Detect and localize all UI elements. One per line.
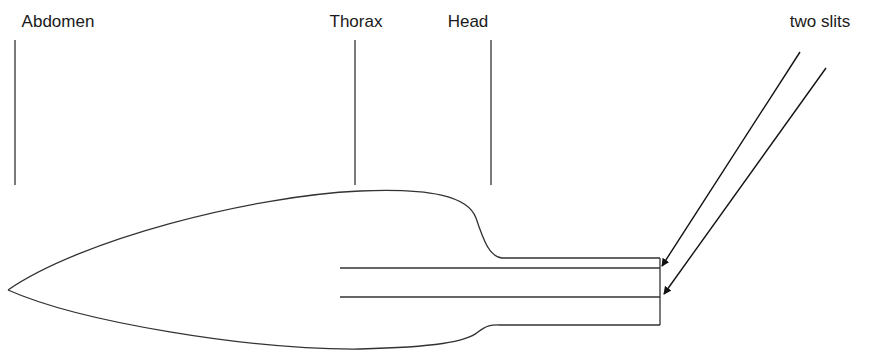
part-label: Head [448,12,489,32]
leader-arrow [664,68,826,294]
part-label: Thorax [330,12,383,32]
body-outline [8,190,660,290]
slit-line [340,296,660,297]
leader-arrow [662,52,800,266]
part-label: two slits [790,12,850,32]
slit-line [340,267,660,268]
divider-line [14,40,15,185]
divider-line [354,40,355,185]
part-label: Abdomen [22,12,95,32]
divider-line [490,40,491,185]
body-outline [8,290,660,349]
